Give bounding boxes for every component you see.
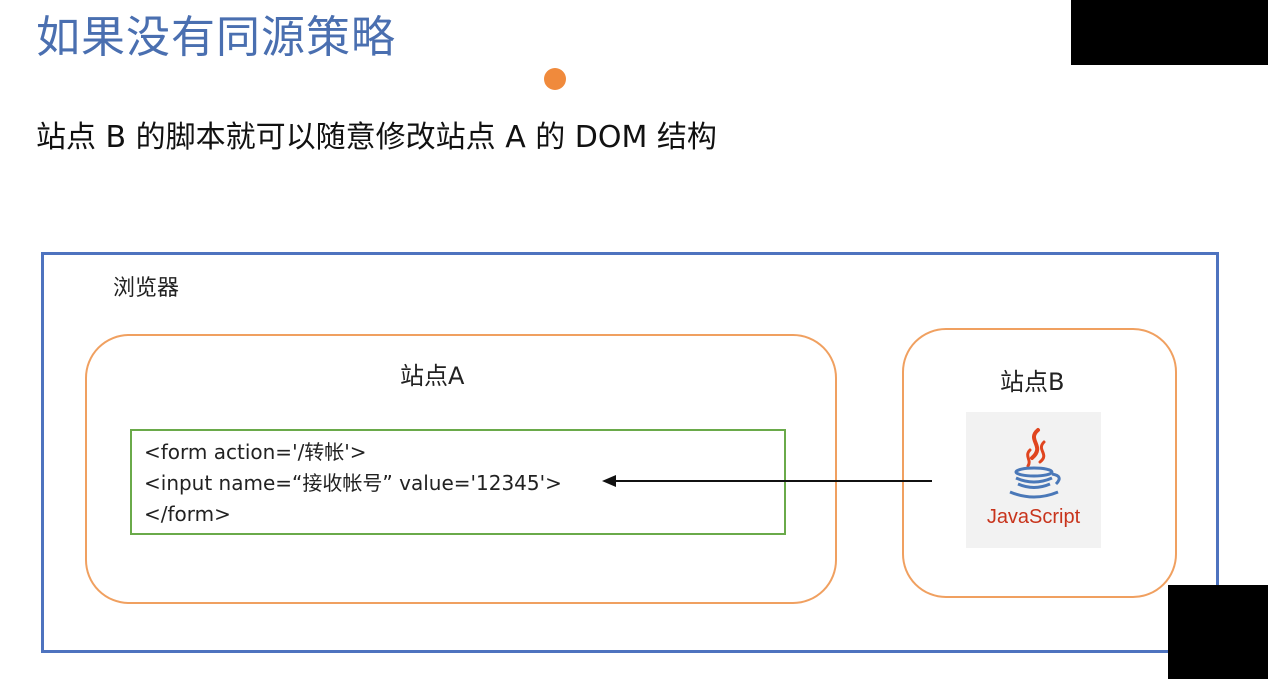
redacted-block-bottom — [1168, 585, 1268, 679]
java-cup-icon — [1009, 428, 1061, 499]
javascript-logo: JavaScript — [966, 412, 1101, 548]
browser-box — [41, 252, 1219, 653]
slide-subtitle: 站点 B 的脚本就可以随意修改站点 A 的 DOM 结构 — [36, 120, 717, 155]
code-line-form-open: <form action='/转帐'> — [144, 440, 367, 464]
site-b-box — [902, 328, 1177, 598]
browser-label: 浏览器 — [113, 276, 180, 301]
javascript-logo-text: JavaScript — [986, 506, 1081, 528]
site-a-label: 站点A — [400, 362, 465, 390]
code-line-form-close: </form> — [144, 502, 231, 526]
redacted-block-top — [1071, 0, 1268, 65]
slide-title: 如果没有同源策略 — [36, 12, 396, 63]
site-a-box — [85, 334, 837, 604]
left-arrow — [602, 475, 932, 487]
code-line-input: <input name=“接收帐号” value='12345'> — [144, 471, 562, 495]
pointer-cursor-icon — [544, 68, 566, 90]
dom-code-box: <form action='/转帐'> <input name=“接收帐号” v… — [130, 429, 786, 535]
site-b-label: 站点B — [1000, 368, 1065, 396]
